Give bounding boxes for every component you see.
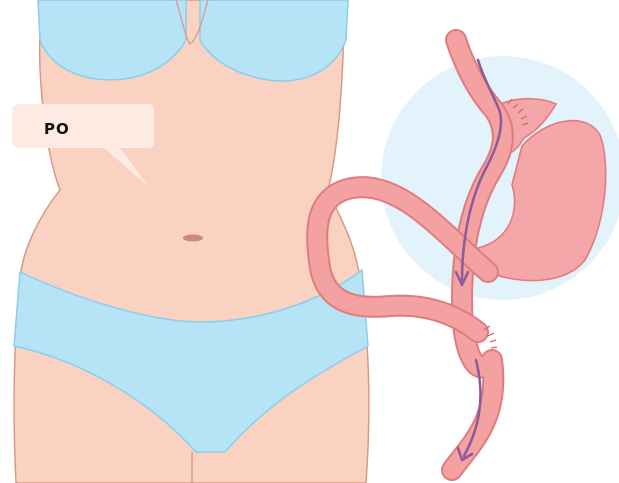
navel (183, 235, 203, 242)
callout-label: PO (44, 116, 104, 142)
